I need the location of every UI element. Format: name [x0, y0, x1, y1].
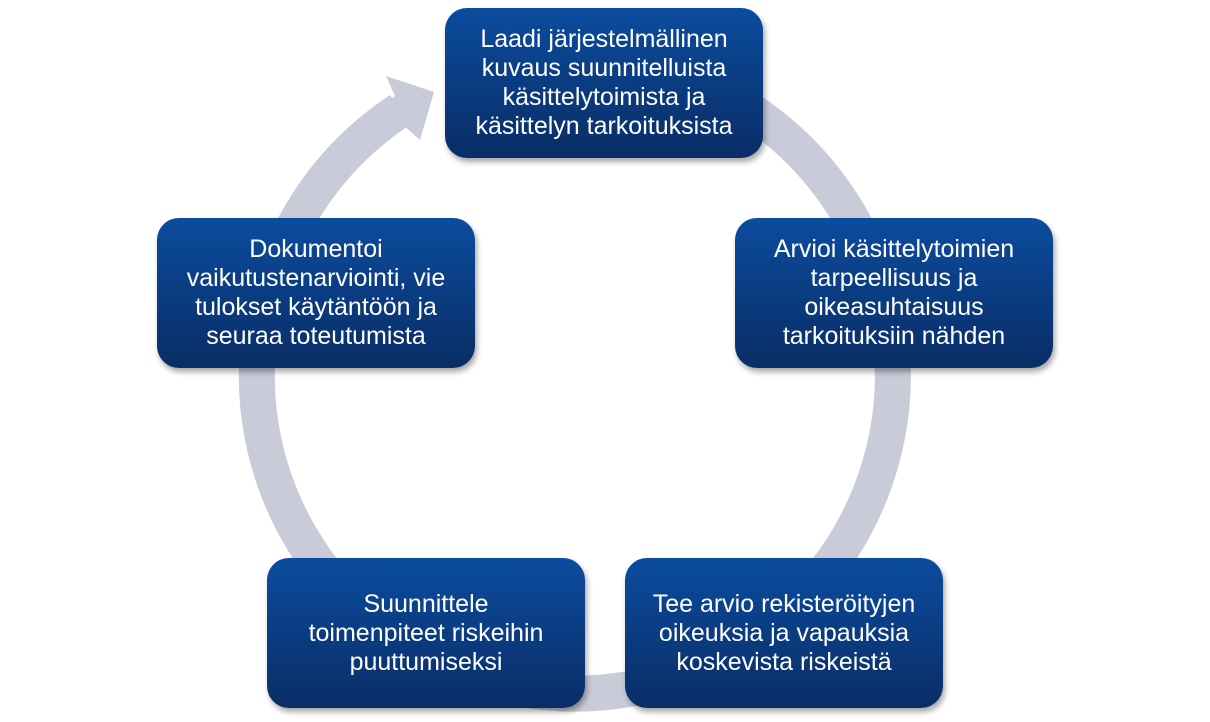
- step-3-box: Tee arvio rekisteröityjen oikeuksia ja v…: [625, 558, 943, 708]
- step-5-text: Dokumentoi vaikutustenarviointi, vie tul…: [186, 235, 446, 350]
- step-4-box: Suunnittele toimenpiteet riskeihin puutt…: [267, 558, 585, 708]
- step-1-box: Laadi järjestelmällinen kuvaus suunnitel…: [445, 8, 763, 158]
- step-5-box: Dokumentoi vaikutustenarviointi, vie tul…: [157, 218, 475, 368]
- step-2-text: Arvioi käsittelytoimien tarpeellisuus ja…: [773, 235, 1015, 350]
- cycle-arrowhead-icon: [380, 76, 434, 140]
- step-4-text: Suunnittele toimenpiteet riskeihin puutt…: [308, 589, 544, 676]
- step-1-text: Laadi järjestelmällinen kuvaus suunnitel…: [475, 25, 733, 140]
- step-3-text: Tee arvio rekisteröityjen oikeuksia ja v…: [652, 589, 916, 676]
- step-2-box: Arvioi käsittelytoimien tarpeellisuus ja…: [735, 218, 1053, 368]
